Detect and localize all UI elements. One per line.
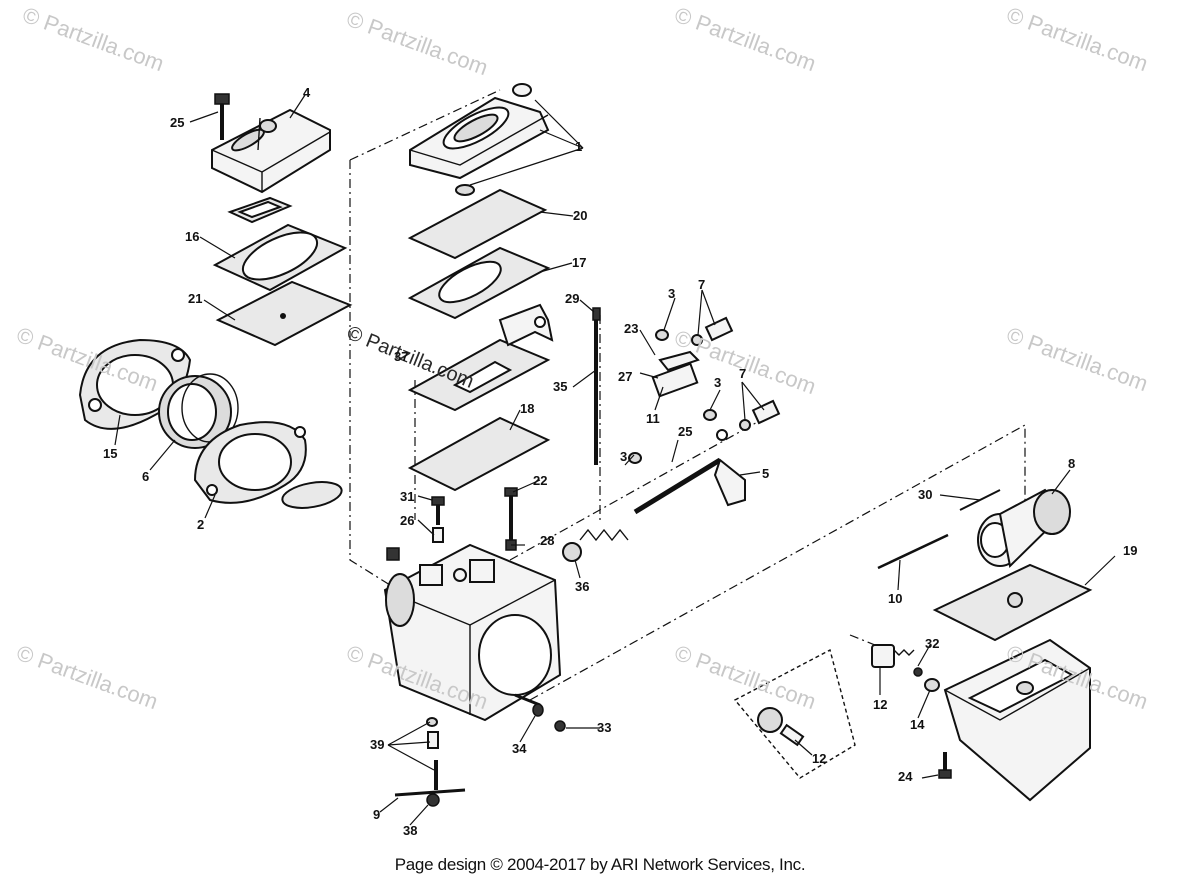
throttle-disc: [281, 481, 343, 509]
callout-label: 6: [142, 469, 150, 484]
callout-label: 26: [400, 513, 415, 528]
part-39-fitting: [426, 717, 439, 790]
callout-label: 9: [373, 807, 381, 822]
part-19-gasket: [932, 563, 1093, 642]
part-4-top-cover: [211, 108, 331, 194]
part-11-link: [651, 350, 700, 398]
part-spring: [562, 528, 629, 562]
part-24-screw: [938, 752, 952, 779]
callout-label: 34: [512, 741, 527, 756]
callout-label: 25: [170, 115, 185, 130]
callout-label: 2: [197, 517, 205, 532]
part-17-gasket: [407, 246, 551, 320]
callout-label: 39: [370, 737, 385, 752]
callout-label: 20: [573, 208, 588, 223]
callout-label: 3: [714, 375, 722, 390]
callout-label: 4: [303, 85, 311, 100]
callout-label: 3: [620, 449, 628, 464]
callout-label: 5: [762, 466, 770, 481]
part-6-adapter: [158, 373, 239, 449]
float-bowl: [943, 638, 1091, 802]
footer-credit: Page design © 2004-2017 by ARI Network S…: [394, 855, 806, 874]
callout-label: 8: [1068, 456, 1076, 471]
part-21-diaphragm: [215, 280, 353, 347]
callout-label: 38: [403, 823, 418, 838]
callout-label: 37: [394, 349, 409, 364]
callout-label: 12: [873, 697, 888, 712]
callout-label: 7: [739, 366, 747, 381]
part-20-gasket: [407, 188, 548, 260]
callout-label: 35: [553, 379, 568, 394]
part-1-pump-housing: [409, 83, 550, 196]
callout-label: 16: [185, 229, 200, 244]
part-10-rod: [877, 533, 949, 570]
part-31-screw: [431, 496, 445, 543]
callout-leaders: [114, 94, 1116, 826]
callout-label: 15: [103, 446, 118, 461]
callout-label: 3: [668, 286, 676, 301]
part-35-rod: [592, 307, 601, 465]
callout-label: 7: [698, 277, 706, 292]
callout-label: 27: [618, 369, 633, 384]
callout-label: 28: [540, 533, 555, 548]
callout-label: 10: [888, 591, 903, 606]
callout-label: 24: [898, 769, 913, 784]
callout-label: 11: [646, 411, 660, 426]
callout-label: 22: [533, 473, 548, 488]
callout-label: 36: [575, 579, 590, 594]
part-25-screw: [214, 93, 230, 140]
callout-label: 25: [678, 424, 693, 439]
callout-label: 30: [918, 487, 933, 502]
callout-label: 32: [925, 636, 940, 651]
callout-label: 33: [597, 720, 612, 735]
part-37-plate: [407, 303, 554, 412]
part-16-gasket: [212, 196, 348, 292]
callout-label: 23: [624, 321, 639, 336]
inset-jet-detail: [733, 648, 856, 779]
part-12-jet: [871, 644, 940, 692]
part-2-flange: [193, 421, 307, 504]
callout-label: 31: [400, 489, 415, 504]
part-18-gasket: [407, 416, 551, 492]
part-8-filter: [959, 488, 1071, 569]
part-5-throttle-shaft: [633, 429, 746, 515]
callout-label: 14: [910, 717, 925, 732]
callout-label: 1: [575, 139, 583, 154]
callout-label: 12: [812, 751, 827, 766]
part-22-screw: [504, 487, 518, 551]
callout-label: 21: [188, 291, 203, 306]
part-33-34: [514, 693, 566, 732]
washers-3-7: [628, 316, 781, 464]
carburetor-body: [383, 543, 562, 722]
callout-label: 29: [565, 291, 580, 306]
part-38-lever: [394, 788, 466, 807]
callout-label: 17: [572, 255, 587, 270]
callout-label: 18: [520, 401, 535, 416]
callout-label: 19: [1123, 543, 1138, 558]
